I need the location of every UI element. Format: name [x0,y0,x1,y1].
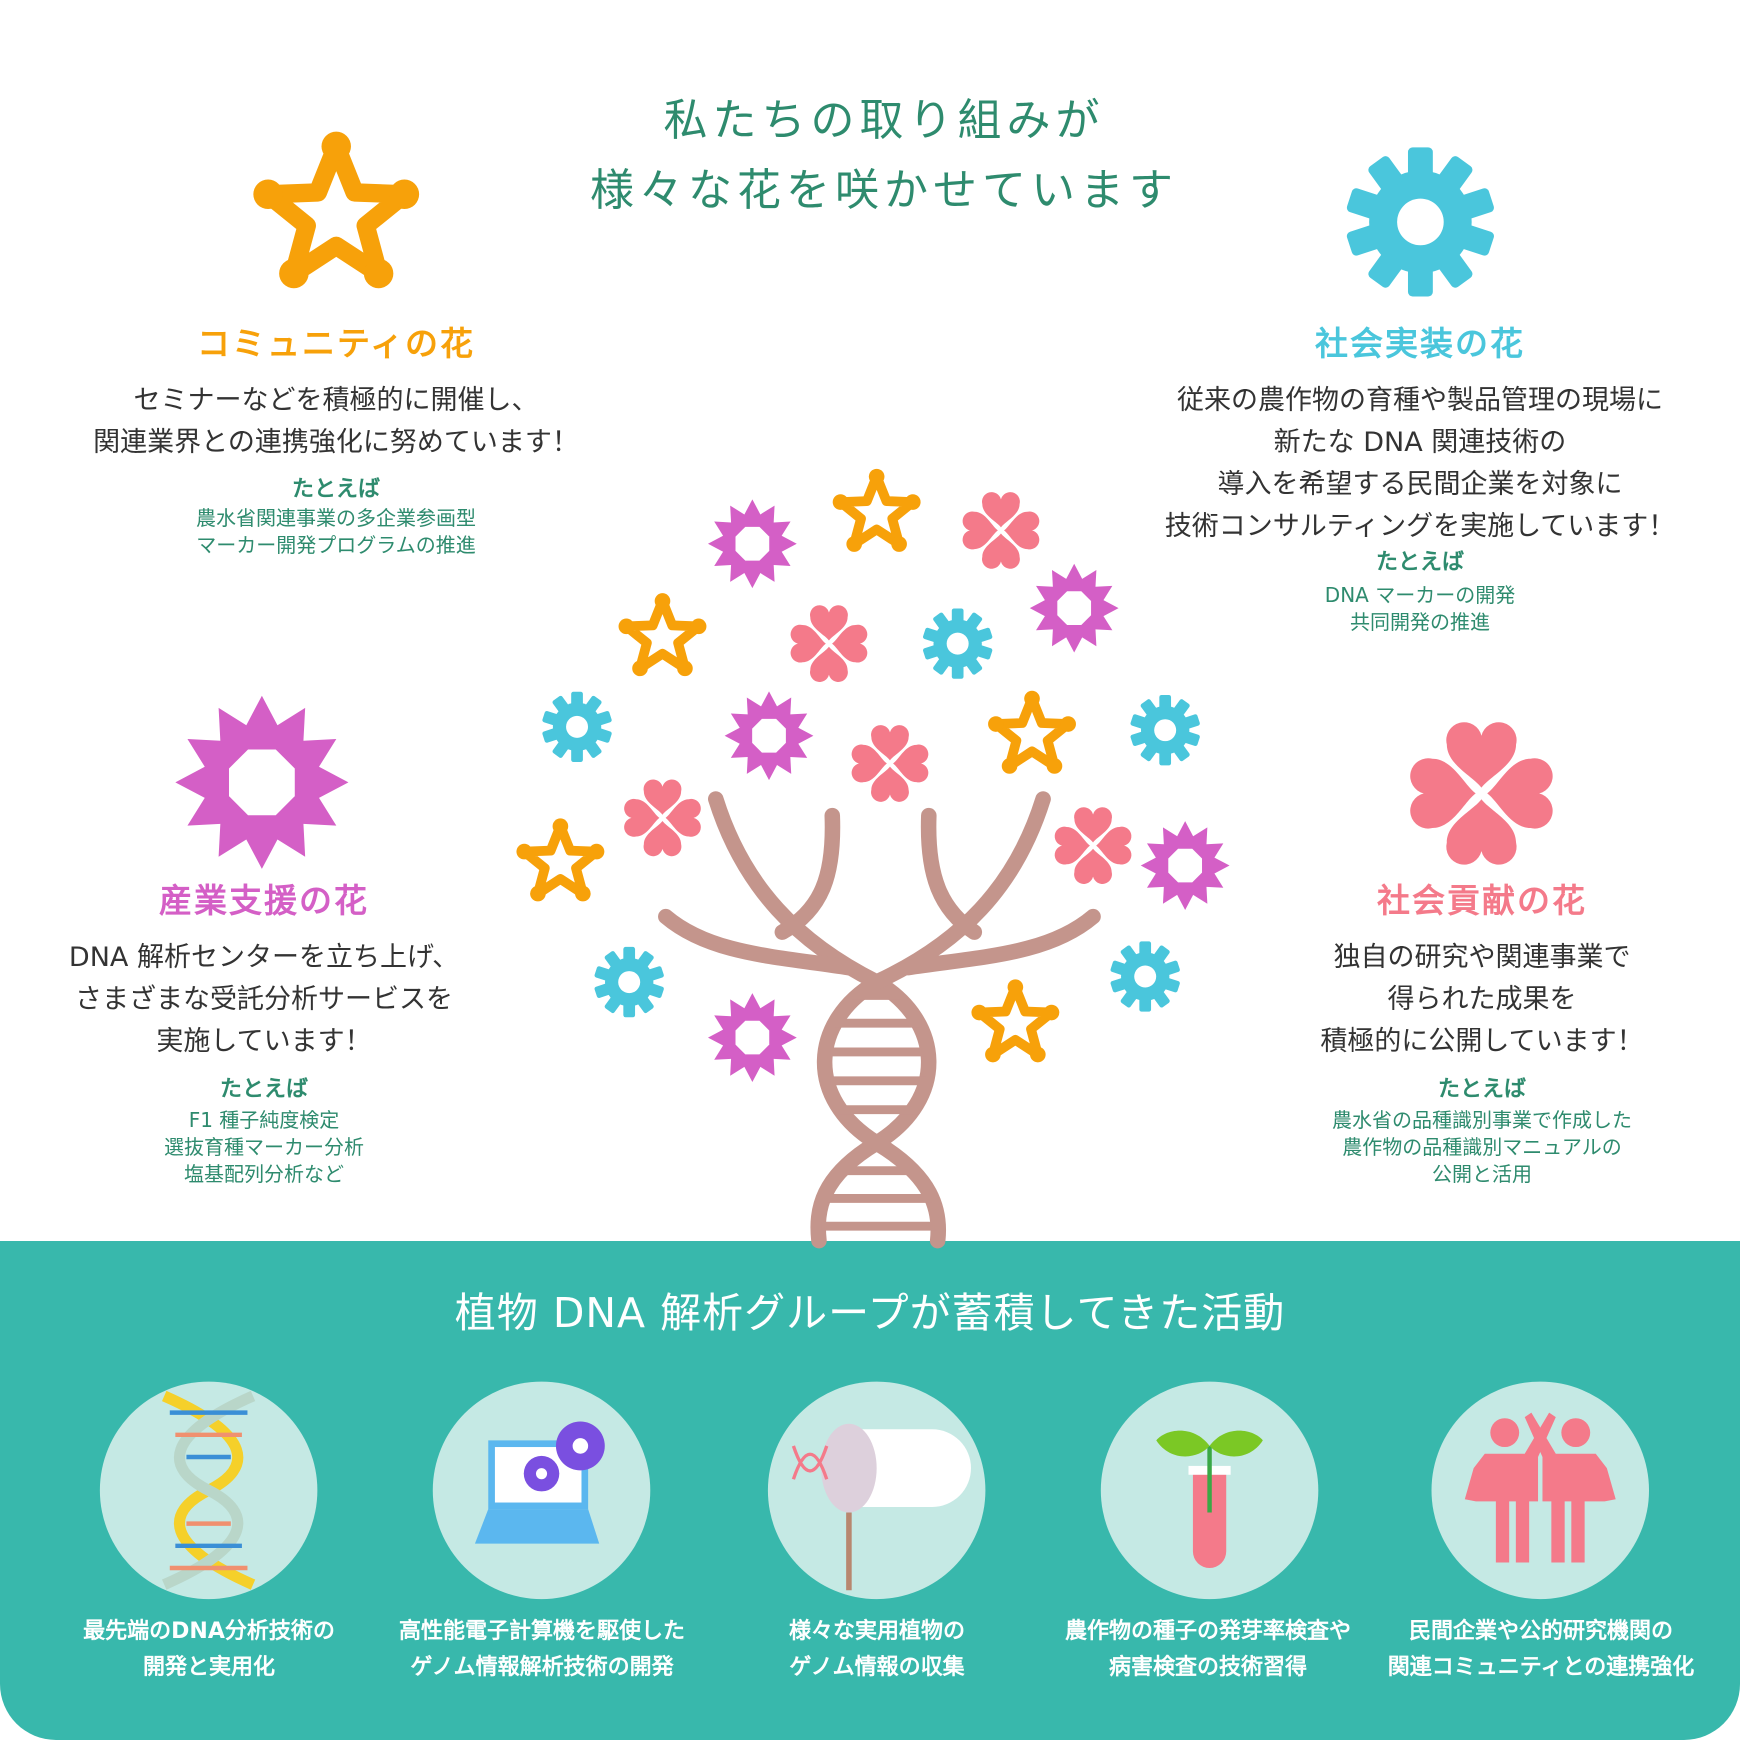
star-flower-icon [619,593,707,676]
clover-flower-icon [791,605,868,682]
dna-icon [99,1381,318,1600]
dna-capture-net-icon [767,1381,986,1600]
section-title: コミュニティの花 [196,324,476,363]
example-line: マーカー開発プログラムの推進 [196,533,476,557]
gear-flower-icon [1129,695,1201,766]
caption-line: 民間企業や公的研究機関の [1408,1619,1673,1644]
star-flower-icon [833,469,921,552]
example-line: 共同開発の推進 [1349,610,1490,634]
example-line: 農水省関連事業の多企業参画型 [195,506,476,530]
section-title: 産業支援の花 [159,881,369,920]
body-line: さまざまな受託分析サービスを [75,984,453,1015]
gear-flower-icon [541,691,613,763]
example-line: DNA マーカーの開発 [1324,583,1516,607]
star-flower-icon [253,132,419,289]
gear-flower-icon [1345,147,1496,297]
sun-flower-icon [724,691,814,781]
body-line: 新たな DNA 関連技術の [1273,427,1567,458]
activity-caption: 最先端のDNA分析技術の 開発と実用化 [83,1614,335,1686]
caption-line: 病害検査の技術習得 [1108,1655,1308,1680]
activity-icons [99,1381,1650,1600]
star-flower-icon [516,818,604,901]
body-line: 導入を希望する民間企業を対象に [1217,469,1623,500]
clover-flower-icon [1055,807,1132,884]
title-line: 様々な花を咲かせています [590,165,1178,216]
example-label: たとえば [219,1077,308,1102]
caption-line: ゲノム情報解析技術の開発 [410,1655,674,1680]
example-label: たとえば [291,477,381,502]
sun-flower-icon [1140,821,1230,910]
sun-flower-icon [175,695,349,869]
gear-flower-icon [1109,941,1181,1012]
sun-flower-icon [707,993,797,1082]
clover-flower-icon [624,779,701,856]
star-flower-icon [988,691,1076,774]
activities-title: 植物 DNA 解析グループが蓄積してきた活動 [454,1289,1286,1337]
star-flower-icon [971,979,1059,1062]
section-title: 社会実装の花 [1314,324,1525,363]
activity-caption: 高性能電子計算機を駆使した ゲノム情報解析技術の開発 [399,1614,685,1686]
community-section: コミュニティの花 セミナーなどを積極的に開催し、 関連業界との連携強化に努めてい… [93,324,579,559]
page-title: 私たちの取り組みが 様々な花を咲かせています [590,86,1178,226]
gear-flower-icon [922,608,993,679]
sun-flower-icon [1029,563,1119,653]
clover-flower-icon [852,725,929,802]
dna-tree [658,791,1101,1249]
example-line: 農作物の品種識別マニュアルの [1342,1135,1622,1159]
example-line: 農水省の品種識別事業で作成した [1331,1108,1632,1132]
body-line: 技術コンサルティングを実施しています！ [1164,511,1676,542]
contribution-section: 社会貢献の花 独自の研究や関連事業で 得られた成果を 積極的に公開しています！ … [1320,881,1643,1188]
body-line: 得られた成果を [1387,984,1577,1015]
caption-line: 開発と実用化 [142,1655,276,1680]
sprout-test-tube-icon [1100,1381,1319,1600]
implementation-section: 社会実装の花 従来の農作物の育種や製品管理の現場に 新たな DNA 関連技術の … [1165,324,1676,636]
body-line: セミナーなどを積極的に開催し、 [133,385,539,416]
caption-line: 様々な実用植物の [788,1619,966,1644]
section-title: 社会貢献の花 [1376,881,1587,920]
body-line: 実施しています！ [156,1026,372,1057]
activity-caption: 民間企業や公的研究機関の 関連コミュニティとの連携強化 [1388,1614,1694,1686]
example-label: たとえば [1375,550,1465,575]
clover-flower-icon [1410,722,1552,864]
body-line: 関連業界との連携強化に努めています！ [93,427,579,458]
clover-flower-icon [963,492,1040,569]
title-line: 私たちの取り組みが [663,95,1105,146]
body-line: DNA 解析センターを立ち上げ、 [68,942,460,973]
activity-caption: 様々な実用植物の ゲノム情報の収集 [789,1614,965,1686]
body-line: 従来の農作物の育種や製品管理の現場に [1176,385,1663,416]
body-line: 独自の研究や関連事業で [1333,942,1631,973]
example-label: たとえば [1437,1077,1527,1102]
caption-line: 最先端のDNA分析技術の [83,1619,335,1644]
example-line: 選抜育種マーカー分析 [164,1135,364,1159]
example-line: F1 種子純度検定 [188,1108,340,1132]
caption-line: ゲノム情報の収集 [789,1655,965,1680]
people-high-five-icon [1431,1381,1650,1600]
body-line: 積極的に公開しています！ [1320,1026,1644,1057]
caption-line: 農作物の種子の発芽率検査や [1064,1619,1352,1644]
industry-section: 産業支援の花 DNA 解析センターを立ち上げ、 さまざまな受託分析サービスを 実… [69,881,459,1188]
laptop-gears-icon [432,1381,651,1600]
activity-caption: 農作物の種子の発芽率検査や 病害検査の技術習得 [1065,1614,1351,1686]
example-line: 塩基配列分析など [184,1162,344,1186]
caption-line: 関連コミュニティとの連携強化 [1387,1655,1695,1680]
example-line: 公開と活用 [1431,1162,1532,1186]
sun-flower-icon [707,499,797,589]
gear-flower-icon [593,946,665,1018]
caption-line: 高性能電子計算機を駆使した [398,1619,686,1644]
